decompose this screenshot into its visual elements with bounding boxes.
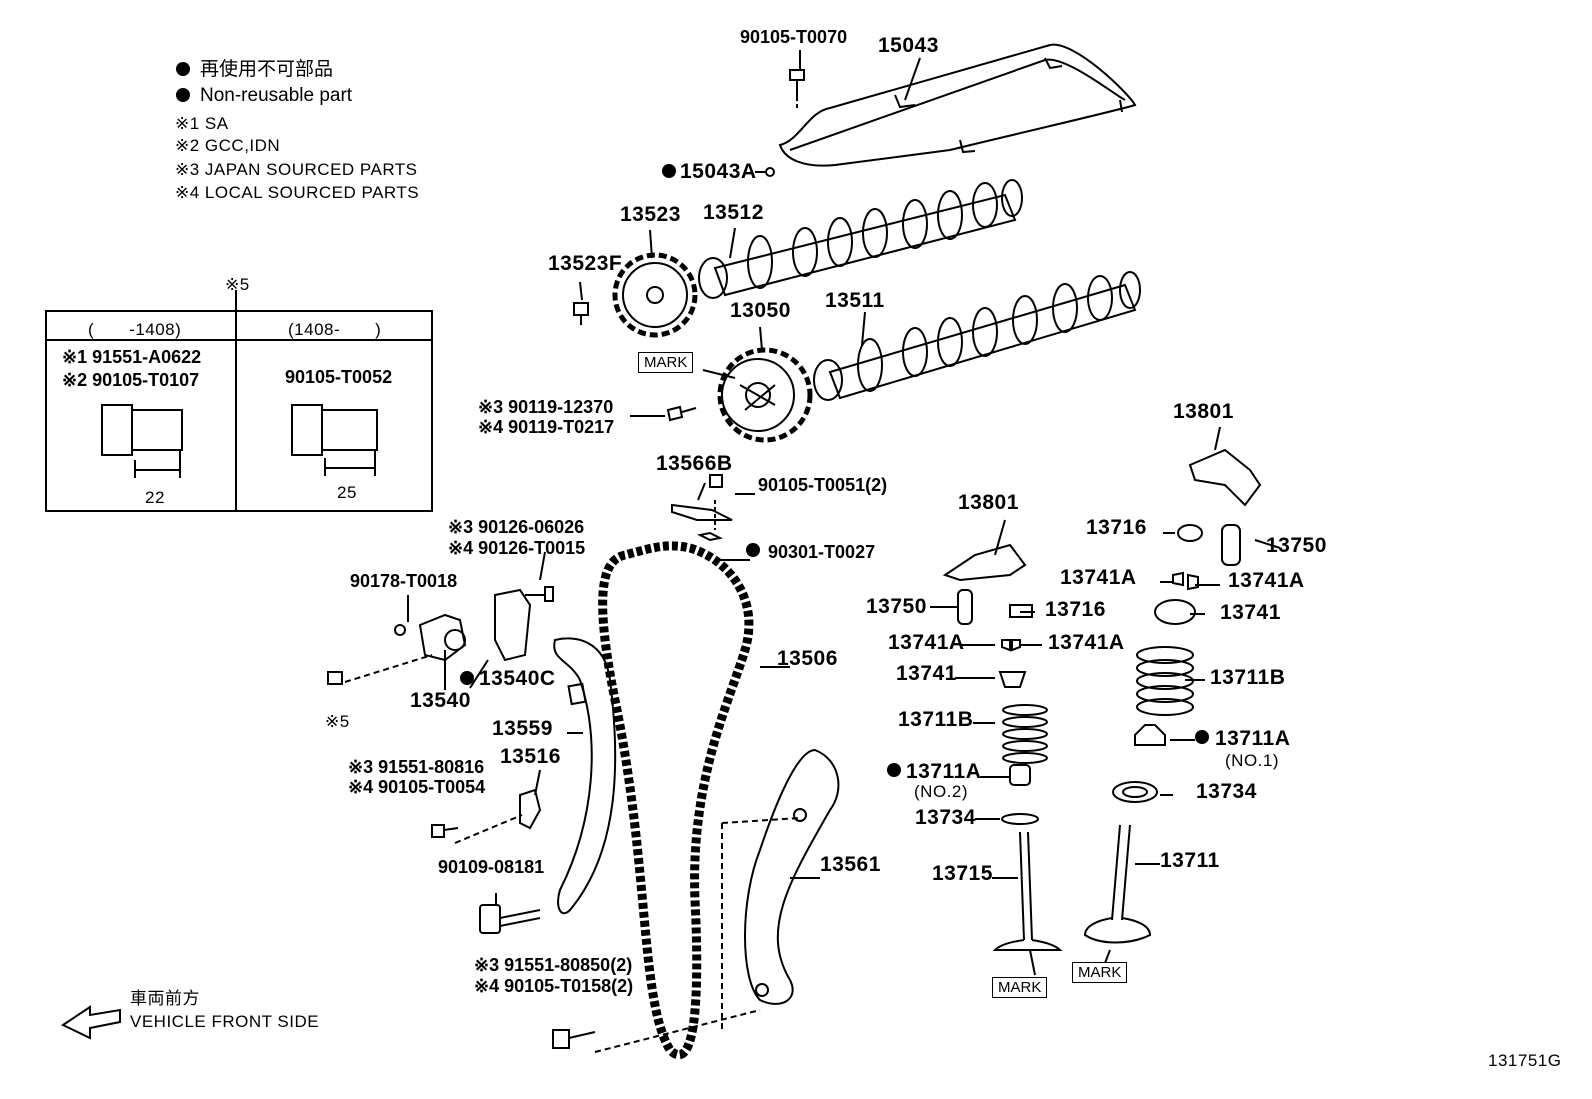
label-no1: (NO.1) [1225,751,1279,770]
label-90105-T0051[interactable]: 90105-T0051(2) [758,475,888,495]
label-13750-right[interactable]: 13750 [1266,534,1327,557]
inset-col2-header: (1408- ) [288,320,382,339]
label-13741A-right-1[interactable]: 13741A [1060,566,1137,589]
label-13801-right[interactable]: 13801 [1173,400,1234,423]
label-13711B-right[interactable]: 13711B [1210,666,1286,689]
label-13559[interactable]: 13559 [492,717,553,740]
label-13711A-mid[interactable]: 13711A [906,760,982,783]
inset-col1-part2: ※2 90105-T0107 [62,370,200,390]
label-13711[interactable]: 13711 [1160,849,1220,872]
label-13715[interactable]: 13715 [932,862,993,885]
label-13566B[interactable]: 13566B [656,452,733,475]
label-13741-right[interactable]: 13741 [1220,601,1281,624]
note-1: ※1 SA [175,114,229,133]
label-13506[interactable]: 13506 [777,647,838,670]
label-90119-12370[interactable]: ※3 90119-12370 [478,397,614,417]
label-90105-T0054[interactable]: ※4 90105-T0054 [348,777,486,797]
label-13750-mid[interactable]: 13750 [866,595,927,618]
inset-col1-dimension: 22 [145,488,165,507]
inset-col1-header: ( -1408) [88,320,182,339]
mark-valve-exhaust: MARK [1072,962,1128,983]
inset-col2-part1: 90105-T0052 [285,367,393,387]
label-note5: ※5 [325,712,350,731]
label-91551-80816[interactable]: ※3 91551-80816 [348,757,485,777]
label-13741-mid[interactable]: 13741 [896,662,957,685]
mark-cam: MARK [638,352,694,373]
legend-non-reusable: Non-reusable part [200,85,353,106]
label-13741A-mid-1[interactable]: 13741A [888,631,965,654]
label-13741A-mid-2[interactable]: 13741A [1048,631,1125,654]
label-15043[interactable]: 15043 [878,34,939,57]
label-13512[interactable]: 13512 [703,201,764,224]
inset-marker: ※5 [225,275,250,294]
label-13741A-right-2[interactable]: 13741A [1228,569,1305,592]
label-13511[interactable]: 13511 [825,289,885,312]
label-90178-T0018[interactable]: 90178-T0018 [350,571,458,591]
label-91551-80850[interactable]: ※3 91551-80850(2) [474,955,633,975]
label-13801-mid[interactable]: 13801 [958,491,1019,514]
label-13516[interactable]: 13516 [500,745,561,768]
label-13716-right[interactable]: 13716 [1086,516,1147,539]
note-4: ※4 LOCAL SOURCED PARTS [175,183,420,202]
label-90126-06026[interactable]: ※3 90126-06026 [448,517,585,537]
legend-japanese: 再使用不可部品 [200,59,334,80]
label-90105-T0158[interactable]: ※4 90105-T0158(2) [474,976,634,996]
mark-valve-intake: MARK [992,977,1048,998]
legend-dot-1 [176,62,190,76]
front-label-english: VEHICLE FRONT SIDE [130,1012,320,1031]
label-no2: (NO.2) [914,782,968,801]
label-13734-mid[interactable]: 13734 [915,806,976,829]
label-90301-T0027[interactable]: 90301-T0027 [768,542,876,562]
label-13734-right[interactable]: 13734 [1196,780,1257,803]
label-13711A-right[interactable]: 13711A [1215,727,1291,750]
label-13561[interactable]: 13561 [820,853,881,876]
label-13050[interactable]: 13050 [730,299,791,322]
label-13711B-mid[interactable]: 13711B [898,708,974,731]
note-3: ※3 JAPAN SOURCED PARTS [175,160,418,179]
inset-col1-part1: ※1 91551-A0622 [62,347,202,367]
label-13523[interactable]: 13523 [620,203,681,226]
label-15043A[interactable]: 15043A [680,160,757,183]
label-13540[interactable]: 13540 [410,689,471,712]
front-label-japanese: 車両前方 [130,989,200,1008]
note-2: ※2 GCC,IDN [175,136,281,155]
inset-col2-dimension: 25 [337,483,357,502]
label-90126-T0015[interactable]: ※4 90126-T0015 [448,538,586,558]
label-90109-08181[interactable]: 90109-08181 [438,857,545,877]
label-13716-mid[interactable]: 13716 [1045,598,1106,621]
label-90119-T0217[interactable]: ※4 90119-T0217 [478,417,615,437]
figure-id: 131751G [1488,1051,1562,1070]
label-13540C[interactable]: 13540C [479,667,556,690]
legend-dot-2 [176,88,190,102]
label-13523F[interactable]: 13523F [548,252,623,275]
label-90105-T0070[interactable]: 90105-T0070 [740,27,848,47]
